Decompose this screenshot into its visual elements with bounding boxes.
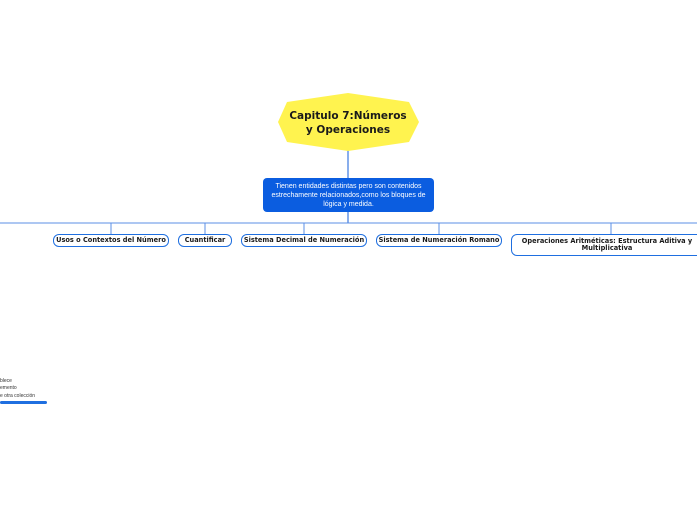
partial-topic-line: emento [0, 385, 17, 391]
partial-topic-underline [0, 401, 47, 404]
topic-sistema-romano[interactable]: Sistema de Numeración Romano [376, 234, 502, 247]
topic-operaciones-aritmeticas[interactable]: Operaciones Aritméticas: Estructura Adit… [511, 234, 697, 256]
topic-cuantificar[interactable]: Cuantificar [178, 234, 232, 247]
root-topic-title[interactable]: Capitulo 7:Números y Operaciones [289, 110, 407, 136]
partial-topic-line: e otra colección [0, 393, 36, 399]
topic-sistema-decimal[interactable]: Sistema Decimal de Numeración [241, 234, 367, 247]
partial-topic-line: blece [0, 378, 12, 384]
description-node[interactable]: Tienen entidades distintas pero son cont… [263, 178, 434, 212]
topic-usos-contextos[interactable]: Usos o Contextos del Número [53, 234, 169, 247]
